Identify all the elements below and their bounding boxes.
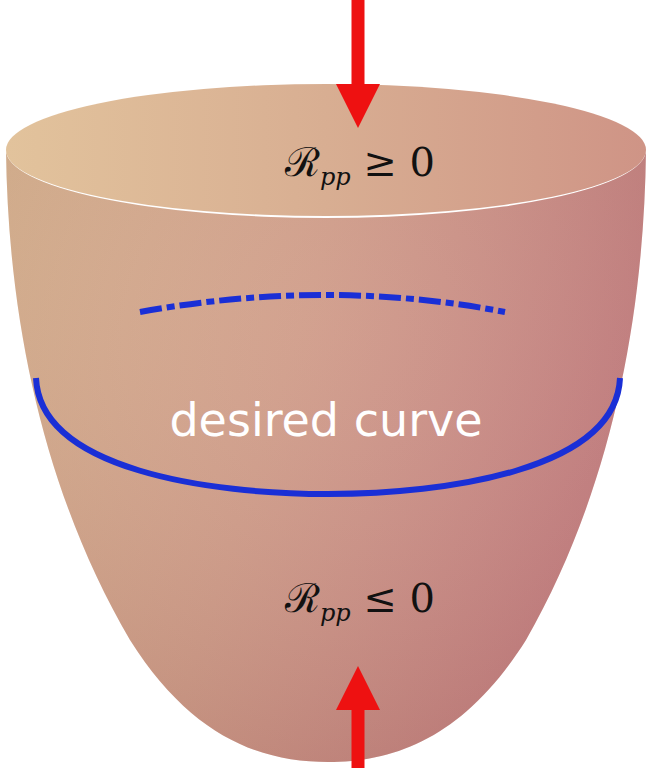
bowl-surface: [6, 150, 646, 762]
curve-front: [36, 378, 620, 494]
region-label: ℛpp ≤ 0: [285, 569, 435, 626]
curve-back: [140, 295, 505, 312]
curve-label: desired curve: [169, 393, 482, 447]
arrow-head: [336, 84, 380, 128]
region-label: ℛpp ≥ 0: [285, 133, 435, 190]
arrow-shaft: [352, 0, 365, 88]
arrow-shaft: [352, 706, 365, 768]
bowl-shading: [6, 150, 646, 762]
arrow-head: [336, 666, 380, 710]
bowl-opening: [6, 84, 646, 216]
